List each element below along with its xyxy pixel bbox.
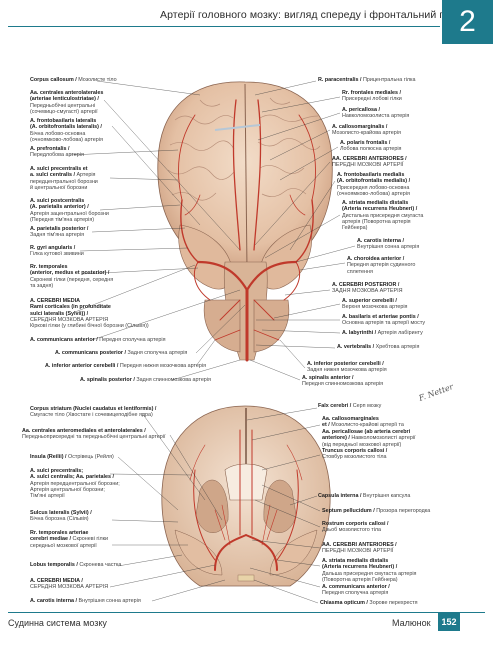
label-a-vertebralis: A. vertebralis / Хребтова артерія	[337, 344, 420, 350]
label-a-labyrinthi: A. labyrinthi / Артерія лабіринту	[342, 330, 423, 336]
label-a-communicans-anterior-bottom: A. communicans anterior / Передня сполуч…	[322, 584, 390, 597]
label-a-frontobasilaris-lateralis: A. frontobasilaris lateralis (A. orbitof…	[30, 118, 103, 143]
label-a-choroidea-anterior: A. choroidea anterior / Передня артерія …	[347, 256, 416, 275]
label-a-callosomarginalis: A. callosomarginalis / Мозолисто-крайова…	[332, 124, 401, 137]
label-rr-temporales-bottom: Rr. temporales arteriae cerebri mediae /…	[30, 530, 109, 549]
label-aa-pericallosae: Aa. pericallosae (ab arteria cerebri ant…	[322, 429, 416, 448]
page-number: 152	[438, 613, 460, 631]
label-a-sulci-precentralis: A. sulci precentralis et a. sulci centra…	[30, 166, 98, 191]
footer-figure-label: Малюнок	[392, 618, 431, 628]
header-rule	[8, 26, 440, 27]
page-title: Артерії головного мозку: вигляд спереду …	[160, 9, 477, 21]
label-truncus-corporis-callosi: Truncus corporis callosi / Стовбур мозол…	[322, 448, 388, 461]
label-a-spinalis-posterior: A. spinalis posterior / Задня спинномозк…	[80, 377, 211, 383]
label-lobus-temporalis: Lobus temporalis / Скронева частка	[30, 562, 122, 568]
label-a-striata-medialis-distalis-bottom: A. striata medialis distalis (Arteria re…	[322, 558, 417, 583]
label-a-spinalis-anterior: A. spinalis anterior / Передня спинномоз…	[302, 375, 384, 388]
label-r-gyri-angularis: R. gyri angularis / Гілка кутової звивин…	[30, 245, 84, 258]
label-a-cerebri-posterior: A. CEREBRI POSTERIOR / ЗАДНЯ МОЗКОВА АРТ…	[332, 282, 403, 295]
chapter-tab: 2	[442, 0, 493, 44]
label-a-cerebri-media-bottom: A. CEREBRI MEDIA / СЕРЕДНЯ МОЗКОВА АРТЕР…	[30, 578, 109, 591]
label-aa-centrales-anterolaterales: Aa. centrales anterolaterales (arteriae …	[30, 90, 104, 115]
label-a-inferior-anterior-cerebelli: A. inferior anterior cerebelli / Передня…	[45, 363, 207, 369]
page-header: Артерії головного мозку: вигляд спереду …	[0, 0, 493, 34]
label-a-inferior-posterior-cerebelli: A. inferior posterior cerebelli / Задня …	[307, 361, 387, 374]
label-a-communicans-anterior-top: A. communicans anterior / Передня сполуч…	[30, 337, 166, 343]
label-r-paracentralis: R. paracentralis / Прицентральна гілка	[318, 77, 416, 83]
footer-section-title: Судинна система мозку	[8, 618, 107, 628]
label-a-basilaris: A. basilaris et arteriae pontis / Основн…	[342, 314, 426, 327]
label-aa-cerebri-anteriores-top: AA. CEREBRI ANTERIORES / ПЕРЕДНІ МОЗКОВІ…	[332, 156, 407, 169]
label-a-polaris-frontalis: A. polaris frontalis / Лобова полюсна ар…	[340, 140, 402, 153]
label-a-communicans-posterior: A. communicans posterior / Задня сполучн…	[55, 350, 188, 356]
label-a-carotis-interna-bottom: A. carotis interna / Внутрішня сонна арт…	[30, 598, 141, 604]
label-rostrum-corporis-callosi: Rostrum corporis callosi / Дзьоб мозолис…	[322, 521, 389, 534]
label-capsula-interna: Capsula interna / Внутрішня капсула	[318, 493, 411, 499]
leader-lines	[69, 80, 356, 604]
label-rr-frontales-mediales: Rr. frontales mediales / Присередні лобо…	[342, 90, 402, 103]
footer-rule	[8, 612, 485, 613]
label-a-striata-medialis-distalis-top: A. striata medialis distalis (Arteria re…	[342, 200, 424, 232]
label-aa-callosomarginales: Aa. callosomarginales et / Мозолисто-кра…	[322, 416, 404, 429]
brain-coronal-section	[161, 405, 331, 587]
label-aa-cerebri-anteriores-bottom: AA. CEREBRI ANTERIORES / ПЕРЕДНІ МОЗКОВІ…	[322, 542, 397, 555]
label-a-prefrontalis: A. prefrontalis / Передлобова артерія	[30, 146, 84, 159]
label-a-superior-cerebelli: A. superior cerebelli / Верхня мозочкова…	[342, 298, 408, 311]
label-corpus-callosum: Corpus callosum / Мозолисте тіло	[30, 77, 117, 83]
label-corpus-striatum: Corpus striatum (Nuclei caudatus et lent…	[30, 406, 157, 419]
label-a-frontobasilaris-medialis: A. frontobasilaris medialis (A. orbitofr…	[337, 172, 411, 197]
label-a-cerebri-media: A. CEREBRI MEDIA Rami corticales (in pro…	[30, 298, 149, 330]
label-a-carotis-interna-top: A. carotis interna / Внутрішня сонна арт…	[357, 238, 420, 251]
label-a-parietalis-posterior: A. parietalis posterior / Задня тім'яна …	[30, 226, 89, 239]
label-chiasma-opticum: Chiasma opticum / Зорове перехрестя	[320, 600, 418, 606]
brain-anterior-view	[157, 81, 333, 362]
label-insula: Insula (Reilii) / Острівець (Рейля)	[30, 454, 114, 460]
label-septum-pellucidum: Septum pellucidum / Прозора перегородка	[322, 508, 431, 514]
label-falx-cerebri: Falx cerebri / Серп мозку	[318, 403, 382, 409]
label-sulcus-lateralis: Sulcus lateralis (Sylvii) / Бічна борозн…	[30, 510, 92, 523]
label-a-sulci-precentralis-bottom: A. sulci precentralis; A. sulci centrali…	[30, 468, 120, 500]
label-a-sulci-postcentralis: A. sulci postcentralis (A. parietalis an…	[30, 198, 109, 223]
label-rr-temporales: Rr. temporales (anterior, medius et post…	[30, 264, 114, 289]
label-aa-centrales-anteromediales: Aa. centrales anteromediales et anterola…	[22, 428, 166, 441]
label-a-pericallosa: A. pericallosa / Навколомозолиста артері…	[342, 107, 410, 120]
